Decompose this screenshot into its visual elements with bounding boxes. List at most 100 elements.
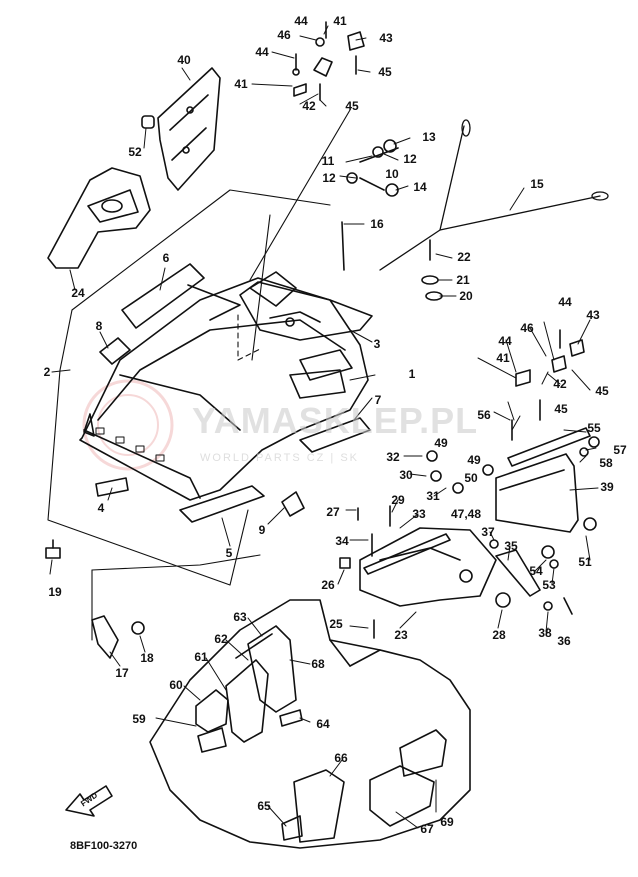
- fwd-arrow-icon: [65, 785, 113, 817]
- callout-42-b: 42: [553, 377, 567, 391]
- part-3-bracket: [239, 271, 373, 341]
- callout-44-d: 44: [498, 334, 512, 348]
- callout-28: 28: [492, 628, 506, 642]
- callout-62: 62: [214, 632, 228, 646]
- part-33-strip: [363, 533, 451, 575]
- callout-41-b: 41: [333, 14, 347, 28]
- callout-44-c: 44: [558, 295, 572, 309]
- part-18-grommet: [131, 621, 145, 635]
- callout-46-b: 46: [520, 321, 534, 335]
- callout-45-b: 45: [345, 99, 359, 113]
- callout-31: 31: [426, 489, 440, 503]
- callout-8: 8: [95, 319, 103, 333]
- watermark-seal: [82, 379, 174, 471]
- callout-67-a: 67: [420, 822, 434, 836]
- callout-37: 37: [481, 525, 495, 539]
- callout-11: 11: [321, 154, 335, 168]
- part-6-pad: [121, 263, 205, 329]
- drawing-code: 8BF100-3270: [70, 840, 138, 852]
- callout-55: 55: [587, 421, 601, 435]
- callout-27: 27: [326, 505, 340, 519]
- part-19-bolt: [45, 539, 61, 559]
- callout-34: 34: [335, 534, 349, 548]
- callout-15: 15: [530, 177, 544, 191]
- callout-24: 24: [71, 286, 85, 300]
- linkage-parts: [341, 139, 399, 271]
- callout-46-a: 46: [277, 28, 291, 42]
- callout-25: 25: [329, 617, 343, 631]
- callout-63: 63: [233, 610, 247, 624]
- callout-18: 18: [140, 651, 154, 665]
- callout-59: 59: [132, 712, 146, 726]
- callout-65: 65: [257, 799, 271, 813]
- watermark-text: YAMASKLEP.PL: [192, 400, 479, 441]
- leader-lines: [49, 25, 599, 829]
- callout-52: 52: [128, 145, 142, 159]
- callout-20: 20: [459, 289, 473, 303]
- callout-22: 22: [457, 250, 471, 264]
- part-39-panel: [495, 453, 579, 533]
- part-1-cowl: [79, 277, 369, 501]
- callout-69: 69: [440, 815, 454, 829]
- callout-50: 50: [464, 471, 478, 485]
- callout-57: 57: [613, 443, 627, 457]
- right-fastener-group: [515, 329, 585, 421]
- callout-21: 21: [456, 273, 470, 287]
- callout-19: 19: [48, 585, 62, 599]
- callout-36: 36: [557, 634, 571, 648]
- callout-66: 66: [334, 751, 348, 765]
- callout-41-c: 41: [496, 351, 510, 365]
- callout-60: 60: [169, 678, 183, 692]
- callout-68: 68: [311, 657, 325, 671]
- part-7-pad: [299, 417, 371, 453]
- callout-45-a: 45: [378, 65, 392, 79]
- callout-1: 1: [408, 367, 416, 381]
- part-8-pad: [99, 337, 131, 365]
- part-28-grommet: [495, 592, 511, 608]
- callout-26: 26: [321, 578, 335, 592]
- callout-17: 17: [115, 666, 129, 680]
- callout-4: 4: [97, 501, 105, 515]
- callout-47-48: 47,48: [450, 507, 482, 521]
- watermark-subtext: WORLD PARTS CZ | SK: [200, 452, 360, 464]
- callout-42-a: 42: [302, 99, 316, 113]
- callout-13: 13: [422, 130, 436, 144]
- callout-53: 53: [542, 578, 556, 592]
- callout-38: 38: [538, 626, 552, 640]
- callout-29: 29: [391, 493, 405, 507]
- callout-43-b: 43: [586, 308, 600, 322]
- part-5-strip: [179, 485, 265, 523]
- middle-fasteners: [339, 419, 600, 639]
- part-55-bar: [507, 427, 591, 467]
- callout-44-a: 44: [294, 14, 308, 28]
- callout-10: 10: [385, 167, 399, 181]
- guide-lines: [47, 109, 351, 641]
- part-40-bracket: [157, 67, 221, 191]
- part-52-grommet: [141, 115, 155, 129]
- callout-43-a: 43: [379, 31, 393, 45]
- callout-12-a: 12: [322, 171, 336, 185]
- callout-33: 33: [412, 507, 426, 521]
- callout-45-d: 45: [554, 402, 568, 416]
- callout-58: 58: [599, 456, 613, 470]
- lower-fairing: [149, 599, 471, 849]
- callout-41-a: 41: [234, 77, 248, 91]
- callout-32: 32: [386, 450, 400, 464]
- callout-49-b: 49: [467, 453, 481, 467]
- callout-49-a: 49: [434, 436, 448, 450]
- callout-7: 7: [374, 393, 382, 407]
- callout-16: 16: [370, 217, 384, 231]
- callout-54: 54: [529, 564, 543, 578]
- callout-39: 39: [600, 480, 614, 494]
- part-17-clip: [91, 615, 119, 659]
- callout-51: 51: [578, 555, 592, 569]
- callout-45-c: 45: [595, 384, 609, 398]
- callout-5: 5: [225, 546, 233, 560]
- callout-2: 2: [43, 365, 51, 379]
- part-23-bracket: [359, 527, 497, 607]
- callout-3: 3: [373, 337, 381, 351]
- part-2-strip: [83, 413, 95, 437]
- upper-fastener-group: [292, 21, 365, 101]
- callout-23: 23: [394, 628, 408, 642]
